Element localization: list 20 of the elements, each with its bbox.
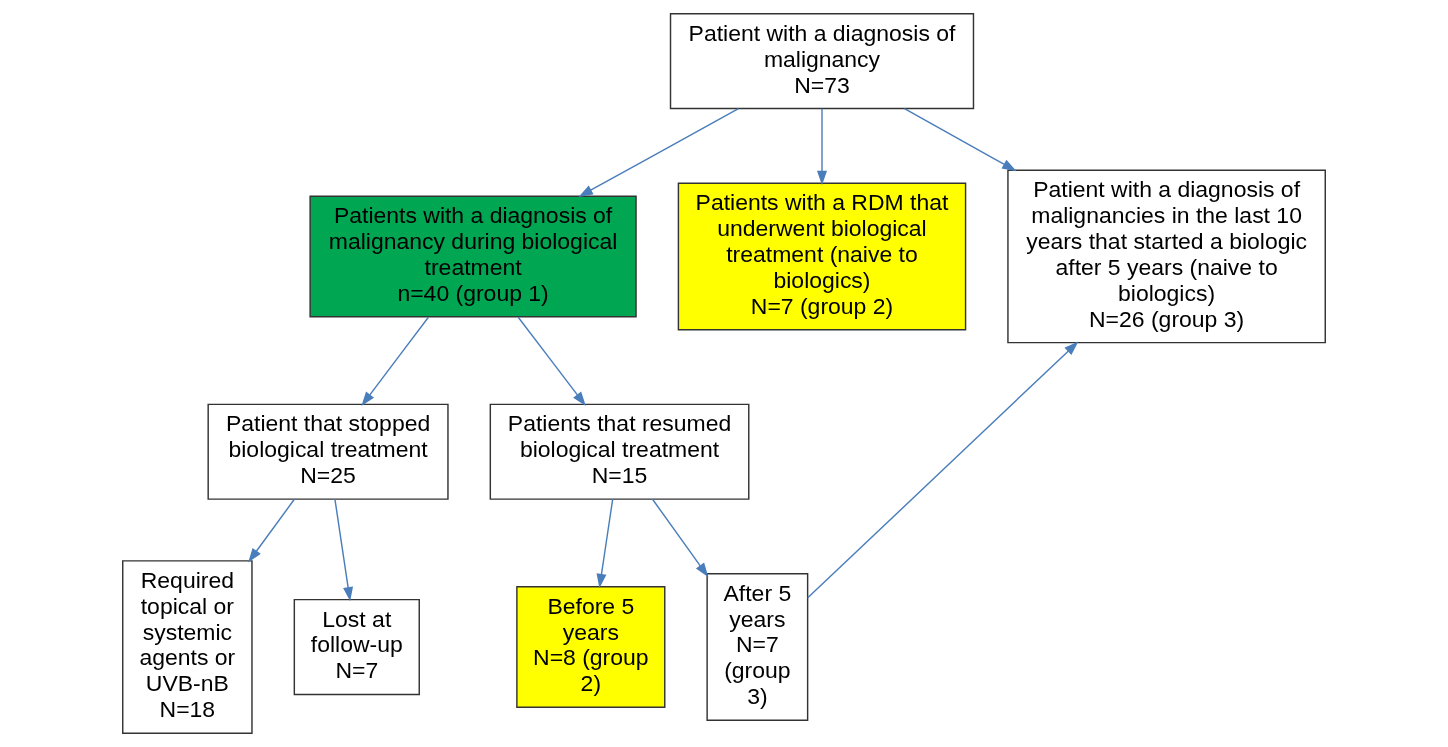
arrow [651, 498, 709, 578]
arrow [816, 108, 828, 186]
node-box: Patient that stopped biological treatment N=25 [207, 403, 449, 500]
node-box: Patients with a diagnosis of malignancy during biological treatment n=40 (group 1) [309, 195, 637, 318]
node-box: Lost at follow-up N=7 [293, 598, 420, 696]
node-box: Required topical or systemic agents or UVB-nB N=18 [122, 560, 253, 734]
arrow [596, 498, 614, 589]
arrow [248, 498, 296, 563]
arrow [807, 341, 1079, 599]
node-box: Patients with a RDM that underwent biological treatment (naive to biologics) N=7 (group 2) [677, 182, 967, 331]
arrow [334, 498, 354, 602]
node-box: Before 5 years N=8 (group 2) [516, 586, 666, 709]
node-box: Patient with a diagnosis of malignancies in the last 10 years that started a biologic after 5 years (naive to biologics) N=26 (group 3) [1007, 169, 1326, 344]
arrow [361, 316, 430, 407]
node-box: Patients that resumed biological treatment N=15 [489, 403, 750, 500]
arrow [578, 108, 740, 197]
arrow [517, 316, 586, 407]
node-box: Patient with a diagnosis of malignancy N=73 [669, 13, 975, 110]
arrow [903, 108, 1017, 172]
node-box: After 5 years N=7 (group 3) [706, 573, 809, 721]
